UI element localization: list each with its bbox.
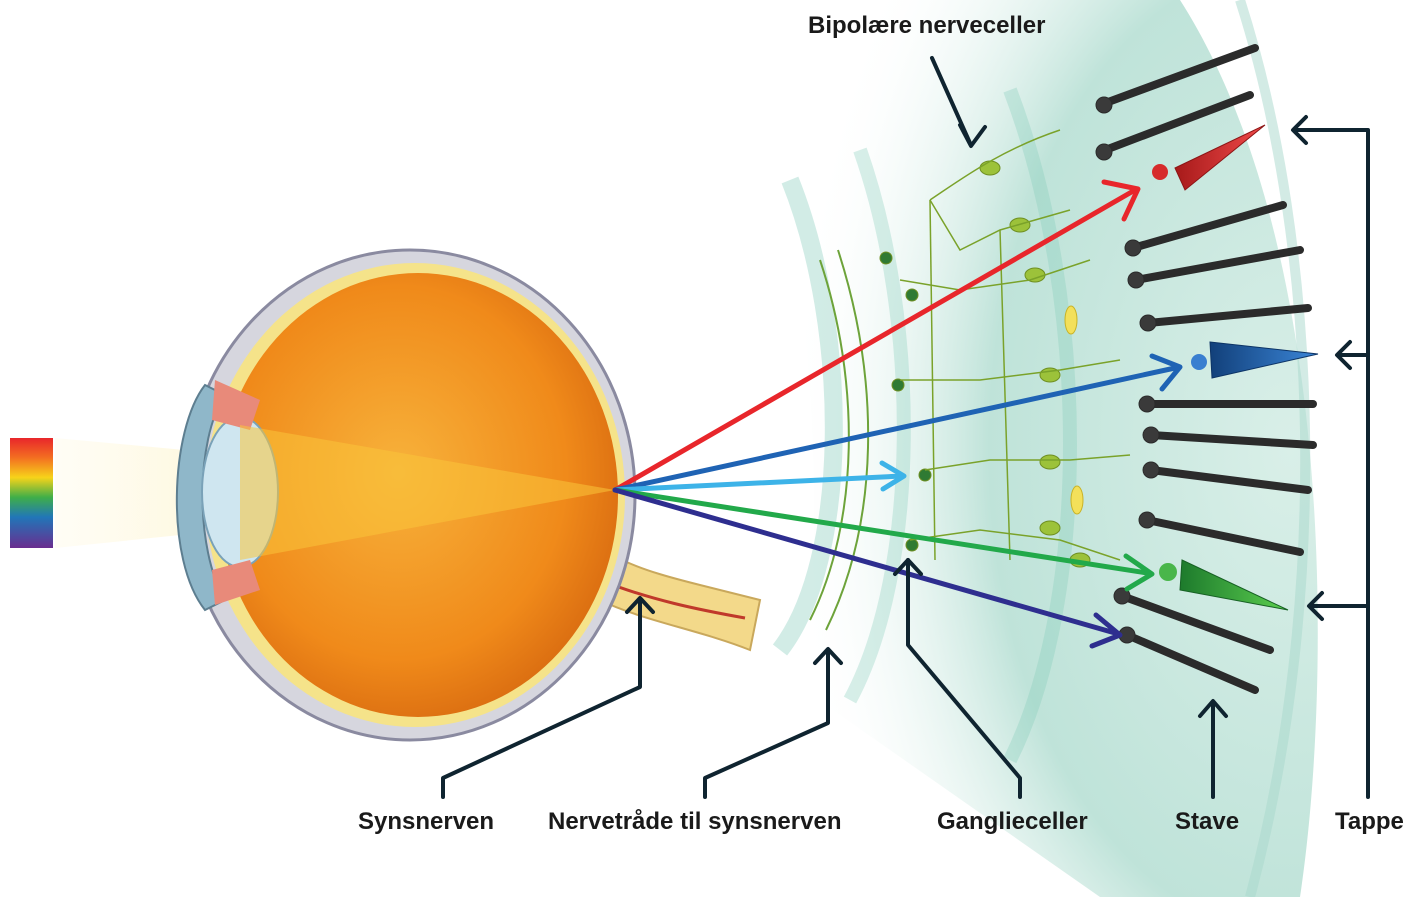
label-ganglion-cells: Ganglieceller (937, 808, 1088, 836)
label-cones: Tappe (1335, 808, 1404, 836)
spectrum-bar (10, 438, 53, 548)
label-rods: Stave (1175, 808, 1239, 836)
label-bipolar-nerve-cells: Bipolære nerveceller (808, 12, 1045, 40)
label-nerve-fibers: Nervetråde til synsnerven (548, 808, 841, 836)
label-optic-nerve: Synsnerven (358, 808, 494, 836)
retina-layers (760, 0, 1318, 897)
